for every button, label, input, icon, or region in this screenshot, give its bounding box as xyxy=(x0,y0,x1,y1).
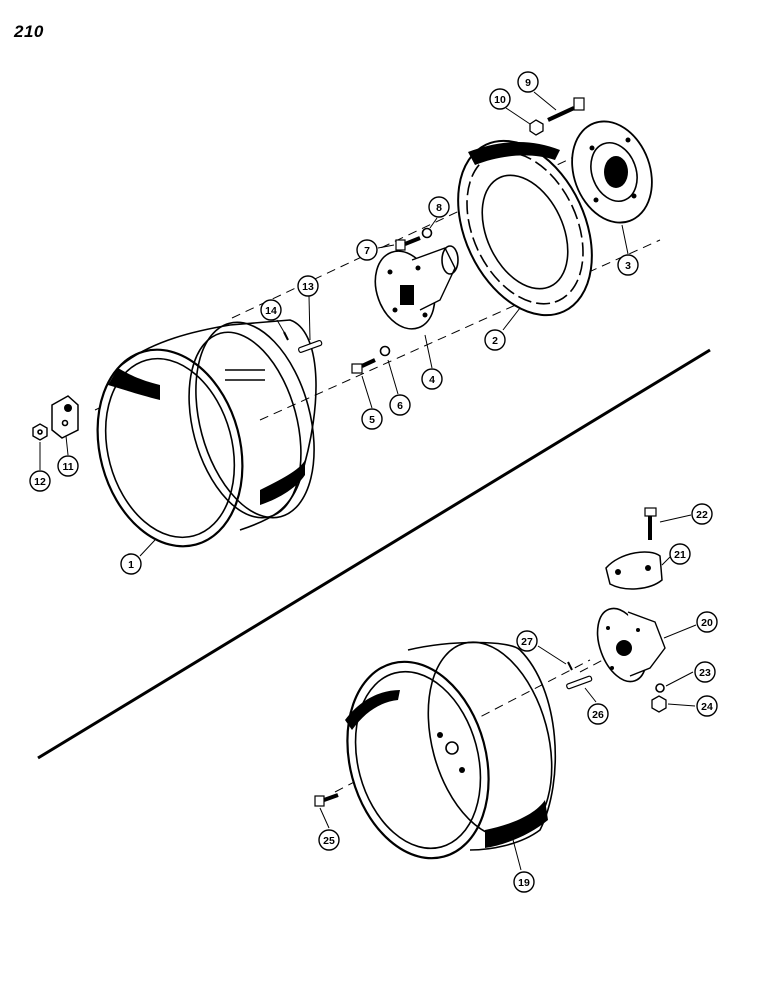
svg-text:20: 20 xyxy=(701,617,713,629)
callout-2: 2 xyxy=(484,329,506,351)
page-number: 210 xyxy=(14,22,44,41)
svg-text:22: 22 xyxy=(696,509,708,521)
svg-text:9: 9 xyxy=(525,77,531,89)
weight-part xyxy=(457,139,593,317)
nut-part-10 xyxy=(529,119,544,136)
svg-text:5: 5 xyxy=(369,414,375,426)
callout-4: 4 xyxy=(421,368,443,390)
callout-7: 7 xyxy=(356,239,378,261)
washer-part-8 xyxy=(421,227,433,239)
svg-text:11: 11 xyxy=(62,461,73,473)
callout-19: 19 xyxy=(513,871,535,893)
callout-11: 11 xyxy=(57,455,79,477)
callout-13: 13 xyxy=(297,275,319,297)
svg-text:3: 3 xyxy=(625,260,631,272)
svg-text:8: 8 xyxy=(436,202,442,214)
bolt-part-25 xyxy=(314,793,339,807)
svg-text:25: 25 xyxy=(323,835,335,847)
bolt-part-22 xyxy=(644,507,657,540)
svg-text:4: 4 xyxy=(429,374,435,386)
svg-text:24: 24 xyxy=(701,701,713,713)
callout-1: 1 xyxy=(120,553,142,575)
nut-part-24 xyxy=(651,695,667,713)
svg-text:1: 1 xyxy=(128,559,134,571)
svg-text:6: 6 xyxy=(397,400,403,412)
bolt-part-9 xyxy=(547,97,585,122)
divider-line xyxy=(37,348,711,760)
callout-10: 10 xyxy=(489,88,511,110)
callout-20: 20 xyxy=(696,611,718,633)
svg-text:26: 26 xyxy=(592,709,604,721)
callout-27: 27 xyxy=(516,630,538,652)
svg-text:7: 7 xyxy=(364,245,370,257)
callout-22: 22 xyxy=(691,503,713,525)
nut-part xyxy=(32,423,48,441)
callout-26: 26 xyxy=(587,703,609,725)
front-hub-part xyxy=(596,607,666,683)
callout-6: 6 xyxy=(389,394,411,416)
plate-part xyxy=(571,120,653,224)
washer-part-23 xyxy=(655,683,665,693)
pin-part-26 xyxy=(566,675,593,690)
callout-9: 9 xyxy=(517,71,539,93)
callout-14: 14 xyxy=(260,299,282,321)
svg-text:12: 12 xyxy=(34,476,46,488)
callout-8: 8 xyxy=(428,196,450,218)
svg-text:19: 19 xyxy=(518,877,530,889)
cap-part xyxy=(605,551,663,590)
pin-part xyxy=(298,339,323,353)
callout-12: 12 xyxy=(29,470,51,492)
leader-lines xyxy=(39,91,697,871)
svg-text:23: 23 xyxy=(699,667,711,679)
front-rim-part xyxy=(345,641,557,860)
hub-part xyxy=(374,245,459,330)
callout-24: 24 xyxy=(696,695,718,717)
bolt-part-5 xyxy=(351,358,376,374)
svg-text:21: 21 xyxy=(674,549,686,561)
svg-text:10: 10 xyxy=(494,94,506,106)
small-pin-part xyxy=(283,331,289,341)
clamp-part xyxy=(51,395,79,439)
svg-text:2: 2 xyxy=(492,335,498,347)
svg-text:13: 13 xyxy=(302,281,314,293)
callout-3: 3 xyxy=(617,254,639,276)
svg-text:14: 14 xyxy=(265,305,277,317)
callout-23: 23 xyxy=(694,661,716,683)
rim-part xyxy=(96,319,317,548)
callout-21: 21 xyxy=(669,543,691,565)
callout-5: 5 xyxy=(361,408,383,430)
callout-25: 25 xyxy=(318,829,340,851)
washer-part-6 xyxy=(379,345,391,357)
small-pin-part-27 xyxy=(567,661,573,671)
svg-text:27: 27 xyxy=(521,636,533,648)
bolt-part-7 xyxy=(395,236,421,251)
